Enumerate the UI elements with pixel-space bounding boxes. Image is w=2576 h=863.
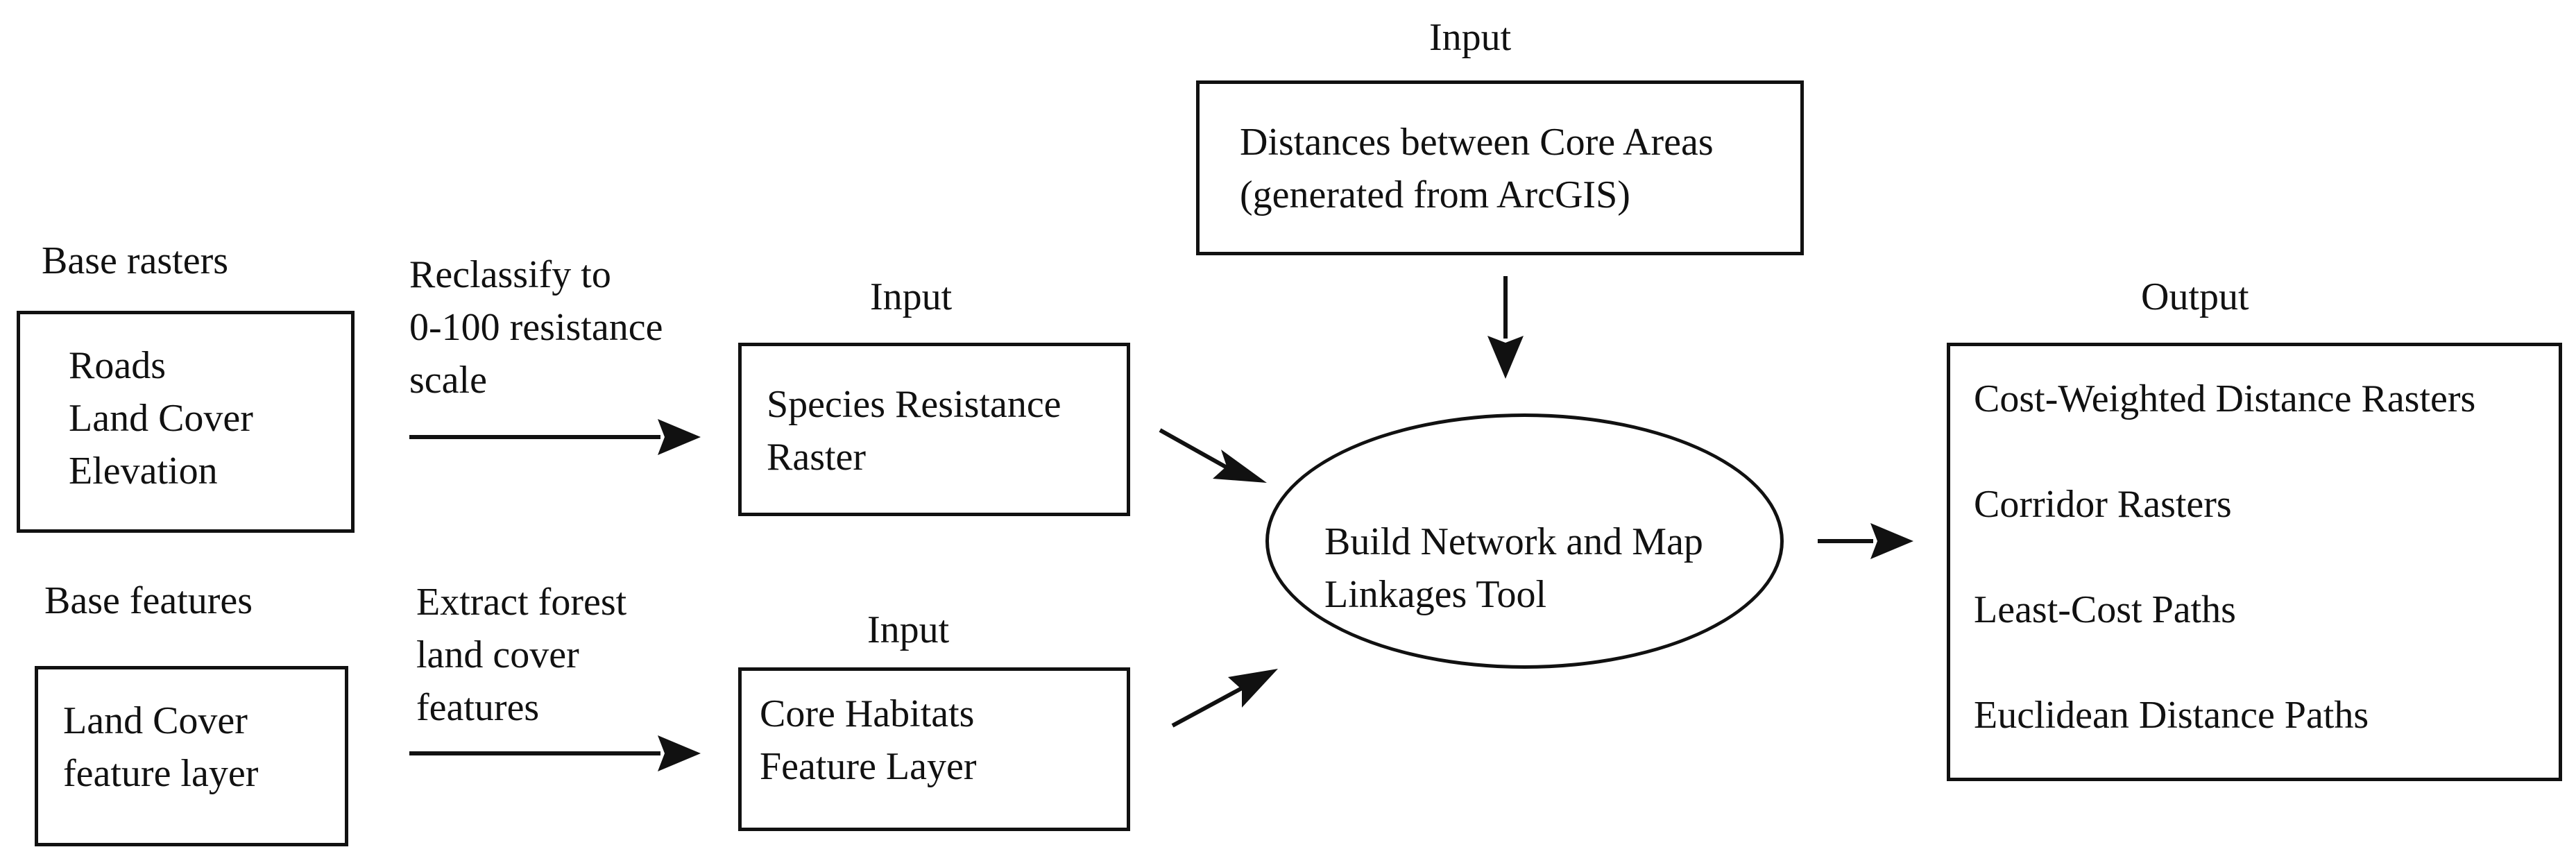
species-resistance-line-2: Raster: [767, 436, 867, 479]
reclassify-line-1: Reclassify to: [409, 253, 611, 296]
extract-arrowhead: [658, 735, 701, 771]
output-item-2: Corridor Rasters: [1974, 483, 2232, 526]
base-features-box: Land Cover feature layer: [35, 666, 348, 846]
output-box: Cost-Weighted Distance Rasters Corridor …: [1947, 343, 2562, 781]
distances-to-tool-arrowhead: [1487, 336, 1524, 379]
distances-line-2: (generated from ArcGIS): [1240, 173, 1630, 216]
distances-line-1: Distances between Core Areas: [1240, 121, 1714, 164]
species-resistance-line-1: Species Resistance: [767, 383, 1061, 426]
core-habitats-line-2: Feature Layer: [760, 745, 977, 788]
reclassify-line-3: scale: [409, 359, 487, 402]
base-features-label: Base features: [44, 579, 253, 622]
core-input-label: Input: [867, 608, 950, 651]
tool-line-2: Linkages Tool: [1324, 573, 1547, 616]
output-item-3: Least-Cost Paths: [1974, 588, 2236, 631]
reclassify-arrowhead: [658, 419, 701, 455]
output-label: Output: [2141, 275, 2249, 318]
base-rasters-box: Roads Land Cover Elevation: [17, 311, 355, 533]
base-rasters-line-3: Elevation: [69, 450, 218, 493]
core-habitats-line-1: Core Habitats: [760, 692, 975, 735]
base-rasters-label: Base rasters: [42, 239, 229, 282]
base-rasters-line-2: Land Cover: [69, 397, 253, 440]
extract-line-3: features: [416, 686, 540, 729]
output-item-1: Cost-Weighted Distance Rasters: [1974, 377, 2476, 420]
core-to-tool-arrow: [1171, 686, 1243, 728]
core-habitats-box: Core Habitats Feature Layer: [738, 667, 1130, 831]
base-features-line-2: feature layer: [63, 752, 259, 795]
species-resistance-box: Species Resistance Raster: [738, 343, 1130, 516]
tool-line-1: Build Network and Map: [1324, 520, 1703, 563]
distances-box: Distances between Core Areas (generated …: [1196, 80, 1804, 255]
output-item-4: Euclidean Distance Paths: [1974, 694, 2369, 737]
core-to-tool-arrowhead: [1228, 669, 1278, 708]
distances-input-label: Input: [1429, 16, 1512, 59]
base-rasters-line-1: Roads: [69, 344, 166, 387]
build-network-tool-ellipse: Build Network and Map Linkages Tool: [1265, 413, 1784, 669]
extract-line-2: land cover: [416, 633, 579, 676]
reclassify-line-2: 0-100 resistance: [409, 306, 663, 349]
base-features-line-1: Land Cover: [63, 699, 248, 742]
resistance-input-label: Input: [870, 275, 953, 318]
extract-line-1: Extract forest: [416, 581, 627, 624]
resistance-to-tool-arrowhead: [1213, 450, 1267, 483]
tool-to-output-arrowhead: [1870, 523, 1913, 559]
resistance-to-tool-arrow: [1159, 428, 1231, 471]
